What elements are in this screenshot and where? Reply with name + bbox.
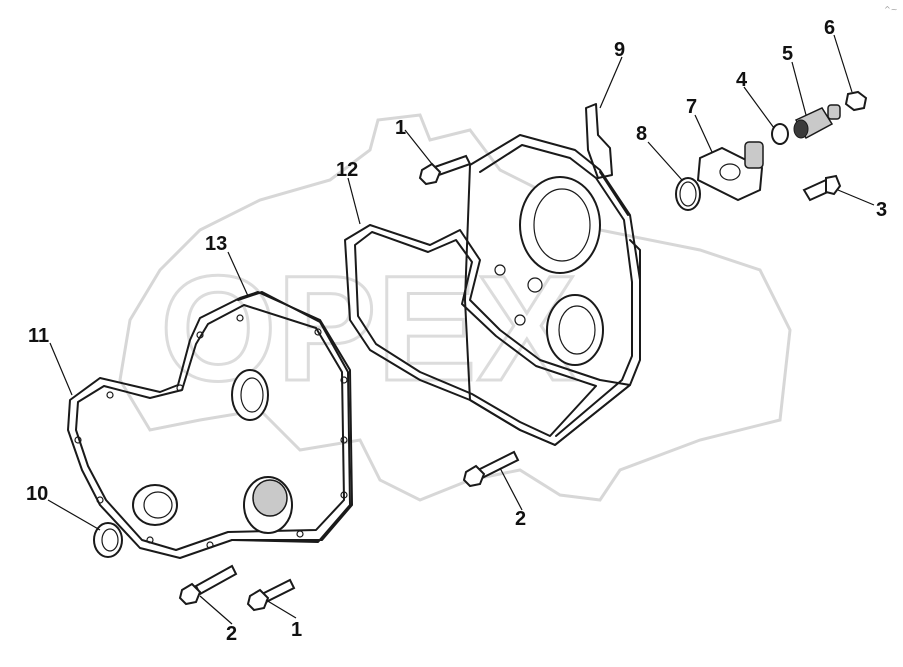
callout-2-right: 2 [515, 508, 526, 530]
flange-housing [696, 141, 764, 202]
callout-5: 5 [782, 43, 793, 65]
small-seal [771, 123, 789, 145]
cover-plate [74, 291, 351, 549]
callout-7: 7 [686, 96, 697, 118]
watermark: OPEX [118, 113, 792, 502]
callout-10: 10 [26, 483, 48, 505]
bolt-2-right [462, 450, 520, 488]
leader-lines [47, 34, 875, 625]
front-cover-gasket [67, 291, 353, 559]
corner-mark: ^~ [884, 5, 897, 14]
plug-valve [793, 104, 841, 140]
cover-seal-bosses [132, 369, 293, 534]
bolt-1-upper [418, 154, 472, 186]
o-ring [675, 177, 701, 211]
nut [844, 90, 868, 112]
bolt-1-lower [246, 578, 296, 612]
callout-6: 6 [824, 17, 835, 39]
watermark-text: OPEX [160, 244, 577, 412]
callout-12: 12 [336, 159, 358, 181]
callout-4: 4 [736, 69, 748, 91]
bolt-2-lower [178, 564, 238, 606]
callout-1-upper: 1 [395, 117, 406, 139]
callout-13: 13 [205, 233, 227, 255]
callout-3: 3 [876, 199, 887, 221]
bolt-3 [802, 174, 842, 202]
callouts: 1 1 2 2 3 4 5 6 7 8 9 10 11 12 13 [26, 17, 887, 645]
callout-1-lower: 1 [291, 619, 302, 641]
callout-8: 8 [636, 123, 647, 145]
callout-9: 9 [614, 39, 625, 61]
gear-housing [464, 134, 641, 446]
callout-11: 11 [28, 325, 49, 347]
rear-plate-gasket [344, 224, 631, 446]
strip-gasket [585, 103, 613, 179]
seal-ring [93, 522, 123, 558]
callout-2-lower: 2 [226, 623, 237, 645]
